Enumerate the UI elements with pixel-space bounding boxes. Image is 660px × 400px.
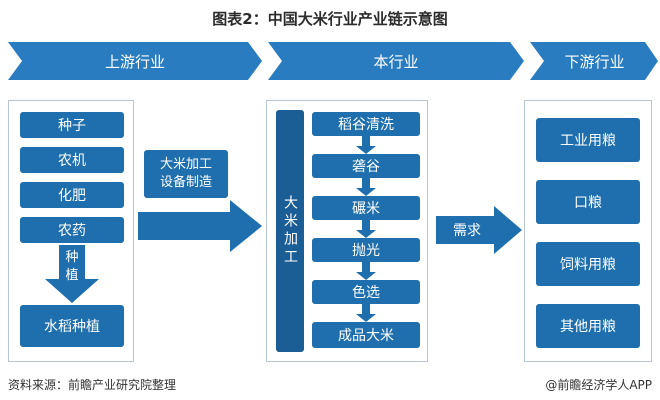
down-arrow-icon xyxy=(356,304,376,322)
demand-arrow xyxy=(436,206,522,254)
planting-arrow xyxy=(45,245,99,303)
rice-planting-box: 水稻种植 xyxy=(20,305,124,347)
demand-label: 需求 xyxy=(453,223,481,239)
upstream-band-shape xyxy=(8,42,262,80)
downstream-band-shape xyxy=(530,42,658,80)
downstream-item: 工业用粮 xyxy=(536,118,640,162)
down-arrow-icon xyxy=(356,136,376,154)
rice-processing-label: 大米加工 xyxy=(276,110,304,352)
upstream-item: 农药 xyxy=(20,217,124,243)
process-step: 碾米 xyxy=(312,196,420,220)
downstream-item: 口粮 xyxy=(536,180,640,224)
down-arrow-icon xyxy=(356,178,376,196)
source-note: 资料来源：前瞻产业研究院整理 xyxy=(8,378,177,392)
process-step: 色选 xyxy=(312,280,420,304)
this-industry-band-label: 本行业 xyxy=(373,52,419,71)
downstream-item: 饲料用粮 xyxy=(536,242,640,286)
page-title: 图表2：中国大米行业产业链示意图 xyxy=(212,10,448,28)
down-arrow-icon xyxy=(356,262,376,280)
upstream-item: 种子 xyxy=(20,112,124,138)
this-industry-band-shape xyxy=(268,42,524,80)
downstream-item: 其他用粮 xyxy=(536,304,640,348)
process-step: 抛光 xyxy=(312,238,420,262)
process-step: 砻谷 xyxy=(312,154,420,178)
equipment-to-processing-arrow xyxy=(138,200,262,252)
band-arrows xyxy=(8,42,658,80)
brand-note: @前瞻经济学人APP xyxy=(545,378,652,392)
process-step: 稻谷清洗 xyxy=(312,112,420,136)
down-arrow-icon xyxy=(356,220,376,238)
downstream-band-label: 下游行业 xyxy=(564,52,625,71)
process-step-arrows xyxy=(356,136,376,322)
process-step: 成品大米 xyxy=(312,322,420,348)
upstream-item: 农机 xyxy=(20,147,124,173)
upstream-item: 化肥 xyxy=(20,182,124,208)
planting-arrow-label: 种 植 xyxy=(65,250,79,283)
upstream-band-label: 上游行业 xyxy=(104,52,165,71)
processing-equipment-box: 大米加工 设备制造 xyxy=(144,150,228,198)
